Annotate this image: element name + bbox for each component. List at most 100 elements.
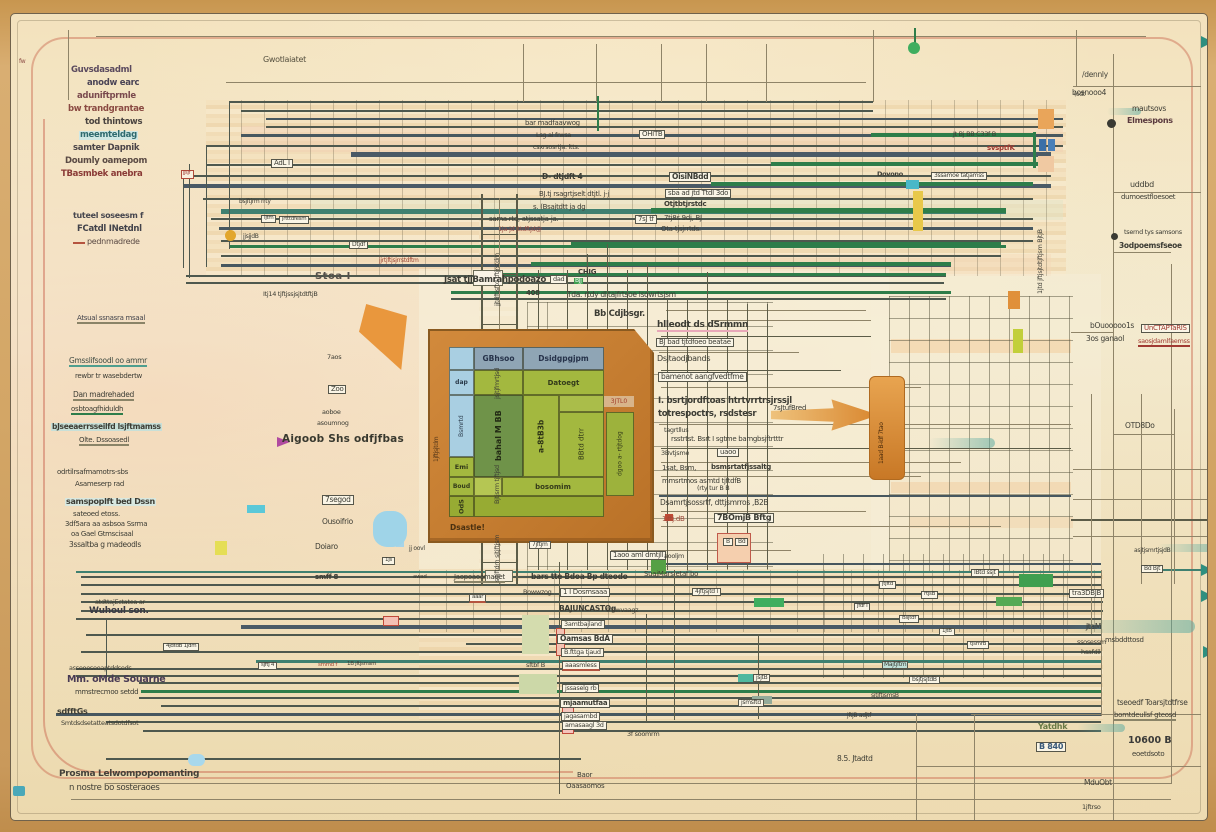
bus-line-v [1076,30,1077,86]
diagram-label: jfdf I [854,603,871,611]
diagram-label: asseoeseoaptddseds [69,664,132,672]
accent-box [996,597,1022,606]
bus-line-h [229,101,873,103]
diagram-label: 1jftj.dB [662,515,685,523]
bus-line-h [711,182,1033,186]
diagram-label: 1jftjsjtdm [433,436,440,462]
diagram-label: tajfrtsoe lsowrtsjsm [608,290,676,299]
diagram-label: Atsual ssnasra msaal [77,314,145,325]
bus-line-h [226,82,866,83]
diagram-label: B 840 [1036,742,1067,753]
diagram-label: mjaamutfaa [560,699,611,709]
diagram-label: D- dtjdft 4 [542,172,583,181]
schematic-canvas: Aigoob Shs odfjfbas Stoa I 10600 B Guvsd… [10,13,1208,821]
bus-line-h [1071,519,1207,521]
diagram-label: 3os ganaol [1086,334,1125,343]
diagram-label: rewbr tr wasebdertw [75,372,142,380]
bus-line-v [68,30,69,100]
diagram-label: Ousoifrio [322,517,353,526]
bus-line-v [106,618,107,678]
diagram-label: 7segod [322,495,354,505]
bus-line-h [661,387,921,388]
bus-line-v [1174,409,1175,584]
diagram-label: bsjftjrm rrty [239,198,271,205]
chip-cell: a-8tB3b [523,395,559,477]
accent-blob [188,754,205,766]
bus-line-h [661,462,961,463]
bus-line-h [183,184,1051,188]
bus-line-h [659,495,1071,497]
diagram-label: jjsjjdB [243,233,259,240]
diagram-label: meemteldag [79,130,138,140]
bus-line-v [189,164,190,278]
diagram-label: tsernd tys samsons [1124,228,1182,236]
diagram-label: tseoedf Toarsjtdtfrse [1117,698,1188,707]
chip-corner-label: 3JTL0 [604,396,634,407]
accent-box [651,557,666,574]
diagram-label: mautsovs [1132,104,1167,113]
diagram-label: Bd Bjt [1141,565,1164,574]
diagram-label: 1jtd jftjsjtdtjftjsm BjtjB [1036,229,1044,294]
accent-box [1048,139,1055,151]
chip-cell: Emi [449,457,474,477]
diagram-label: 1sat, Bsm, [662,464,697,472]
diagram-label: dad [550,275,568,284]
accent-box [1038,109,1054,129]
accent-dot [225,230,236,241]
diagram-label: OTD8Do [1125,421,1155,430]
diagram-label: Bowwzog [523,588,552,596]
diagram-label: Dovono [877,170,903,178]
bus-line-h [651,208,1006,213]
diagram-label: aoboe [322,408,341,416]
diagram-label: saosjdamlfaemss [1138,337,1190,347]
arrowhead-icon [1203,646,1207,658]
bus-line-h [871,133,1036,137]
diagram-label: rsstrtst. Bsrt I sgtme bamgbsjftrtttr [671,435,784,443]
bus-line-h [771,162,1051,166]
bus-line-h [711,320,871,321]
diagram-label: Elmespons [1127,116,1173,125]
chip-footer-label: Dsastle! [450,523,485,532]
bus-line-v [1113,54,1114,820]
diagram-label: B.fttga tjaud [561,648,604,657]
diagram-label: asoumnog [317,419,349,427]
bus-line-h [81,610,1103,612]
diagram-label: totrespoctrs, rsdstesr [658,409,757,419]
arrowhead-icon [1201,564,1207,576]
bus-line-v [596,44,597,102]
bus-line-h [256,660,1101,663]
bus-line-v [206,145,207,267]
bus-line-v [916,714,917,820]
diagram-label: Bsjtdf [899,615,919,623]
bus-line-v [766,44,767,102]
diagram-label: jtjftd [879,581,896,589]
accent-box [383,616,399,626]
diagram-label: tod thintows [85,117,143,127]
bus-line-h [1113,192,1201,193]
inner-frame-line [17,20,1201,814]
diagram-label: B [723,538,733,547]
diagram-label: atdttajEctatea ar [95,598,145,606]
bus-line-h [139,682,1101,684]
bus-line-h [659,424,1071,425]
bus-line-h [219,227,1033,230]
accent-box [215,541,227,555]
diagram-label: jsjtB [753,674,771,683]
diagram-label: samspoplft bed Dssn [65,497,156,507]
bus-line-h [206,145,1063,147]
bus-line-h [1073,499,1207,500]
diagram-label: FCatdl INetdnl [77,224,142,234]
chip-cell [559,395,604,412]
accent-dot [1107,119,1116,128]
accent-box [1019,574,1053,587]
bus-line-h [203,198,1033,200]
diagram-label: Smtdsdsetatteatsdotdfsot [61,719,139,727]
accent-box [181,170,194,179]
diagram-label: jrtttdfesm [279,216,310,224]
highlight-swash [1065,620,1195,633]
diagram-label: amasaagl 3d [562,721,607,730]
diagram-label: Zoo [328,385,347,395]
bus-line-h [971,714,1201,715]
diagram-label: Wuhoul son. [89,606,149,616]
diagram-label: IBtd ssjt [971,569,999,578]
